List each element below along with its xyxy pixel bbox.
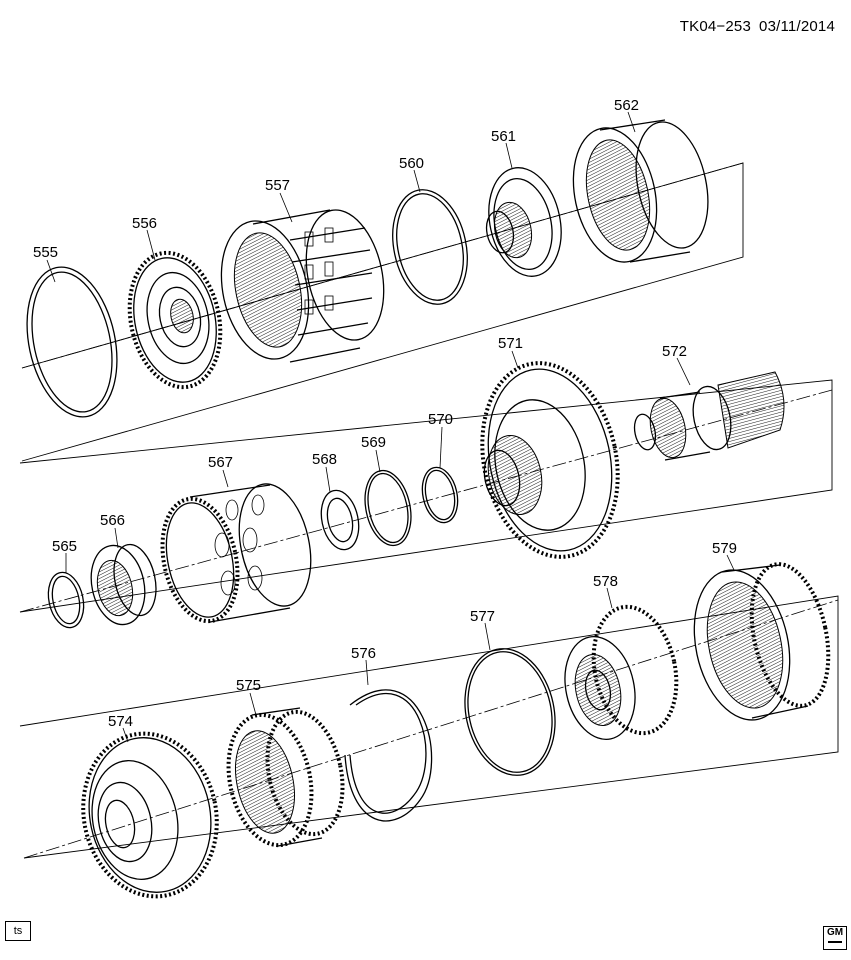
part-562-internal-gear[interactable] — [562, 115, 719, 270]
part-572-output-shaft[interactable] — [631, 371, 785, 461]
part-574-carrier[interactable] — [68, 721, 231, 909]
drawing-header: TK04−253 03/11/2014 — [680, 18, 835, 35]
ts-box: ts — [5, 921, 31, 941]
callout-574: 574 — [108, 713, 133, 730]
part-568-washer[interactable] — [316, 487, 364, 553]
callout-556: 556 — [132, 215, 157, 232]
callout-565: 565 — [52, 538, 77, 555]
part-557-clutch-housing[interactable] — [209, 203, 395, 367]
part-555-snap-ring[interactable] — [14, 259, 130, 426]
callout-575: 575 — [236, 677, 261, 694]
part-569-snap-ring[interactable] — [359, 466, 418, 549]
leader-lines — [46, 111, 735, 743]
gm-logo-text: GM — [826, 927, 844, 938]
callout-555: 555 — [33, 244, 58, 261]
callout-561: 561 — [491, 128, 516, 145]
callout-571: 571 — [498, 335, 523, 352]
part-556-gear-carrier[interactable] — [118, 244, 232, 395]
callout-562: 562 — [614, 97, 639, 114]
part-570-snap-ring[interactable] — [418, 464, 463, 526]
part-561-hub[interactable] — [479, 161, 570, 283]
callout-568: 568 — [312, 451, 337, 468]
callout-560: 560 — [399, 155, 424, 172]
callout-572: 572 — [662, 343, 687, 360]
part-560-snap-ring[interactable] — [383, 183, 478, 311]
callout-576: 576 — [351, 645, 376, 662]
part-577-snap-ring[interactable] — [454, 640, 567, 783]
callout-557: 557 — [265, 177, 290, 194]
part-567-planet-carrier[interactable] — [152, 477, 321, 628]
callout-567: 567 — [208, 454, 233, 471]
drawing-id: TK04−253 — [679, 18, 752, 35]
part-566-bearing[interactable] — [84, 540, 162, 629]
part-578-planet-carrier[interactable] — [556, 599, 688, 746]
part-565-retaining-ring[interactable] — [44, 569, 89, 631]
callout-579: 579 — [712, 540, 737, 557]
callout-578: 578 — [593, 573, 618, 590]
part-579-ring-gear[interactable] — [681, 557, 840, 729]
drawing-date: 03/11/2014 — [759, 18, 835, 35]
callout-569: 569 — [361, 434, 386, 451]
part-575-internal-gear[interactable] — [217, 705, 353, 853]
row2-frame — [19, 379, 833, 613]
callout-577: 577 — [470, 608, 495, 625]
part-576-snap-ring[interactable] — [344, 689, 433, 822]
callout-566: 566 — [100, 512, 125, 529]
callout-labels: 555 556 557 560 561 562 565 566 567 568 … — [33, 97, 737, 730]
gm-logo: GM — [823, 926, 847, 950]
row3-frame — [19, 595, 839, 859]
callout-570: 570 — [428, 411, 453, 428]
part-571-sun-gear[interactable] — [465, 350, 635, 569]
